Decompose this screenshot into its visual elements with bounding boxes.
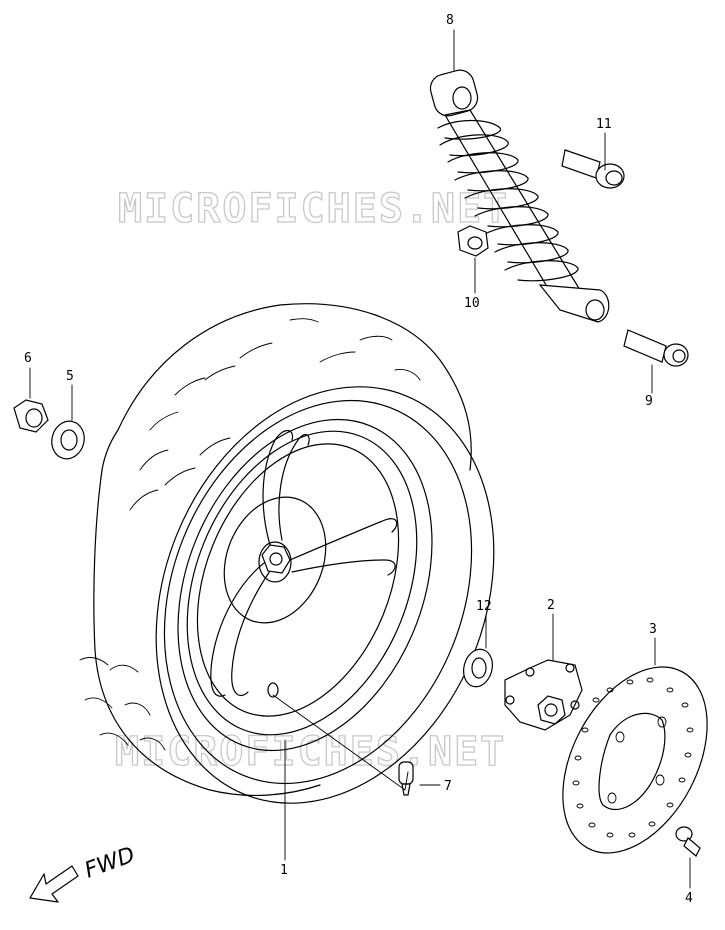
valve-drawing (398, 761, 414, 796)
part-number-6: 6 (24, 351, 32, 366)
brake-disc-drawing (562, 666, 708, 854)
disc-bolt-drawing (675, 826, 701, 857)
part-numbers: 8 11 10 9 6 5 12 2 3 7 1 4 (24, 13, 693, 906)
upper-nut-drawing (457, 225, 489, 257)
leader-lines (29, 29, 691, 889)
hub-drawing (504, 659, 583, 731)
fwd-arrow-icon (29, 865, 79, 903)
fwd-indicator: FWD (29, 843, 139, 903)
part-number-4: 4 (685, 891, 693, 906)
part-number-8: 8 (446, 13, 454, 28)
part-number-1: 1 (280, 863, 288, 878)
shock-absorber-drawing (429, 69, 610, 323)
watermark-bottom: MICROFICHES.NET (115, 729, 506, 775)
part-number-7: 7 (444, 779, 452, 794)
part-number-2: 2 (547, 598, 555, 613)
part-number-9: 9 (645, 394, 653, 409)
wheel-drawing (79, 303, 495, 804)
part-number-12: 12 (476, 599, 492, 614)
part-number-11: 11 (596, 117, 612, 132)
part-number-10: 10 (464, 296, 480, 311)
lower-bolt-drawing (623, 329, 689, 367)
part-number-5: 5 (66, 369, 74, 384)
upper-bolt-drawing (561, 149, 625, 189)
hub-washer-drawing (463, 648, 493, 688)
axle-nut-drawing (13, 399, 49, 433)
washer-drawing (51, 420, 85, 460)
watermark-top: MICROFICHES.NET (118, 186, 509, 232)
fwd-label: FWD (82, 843, 139, 884)
part-number-3: 3 (649, 622, 657, 637)
